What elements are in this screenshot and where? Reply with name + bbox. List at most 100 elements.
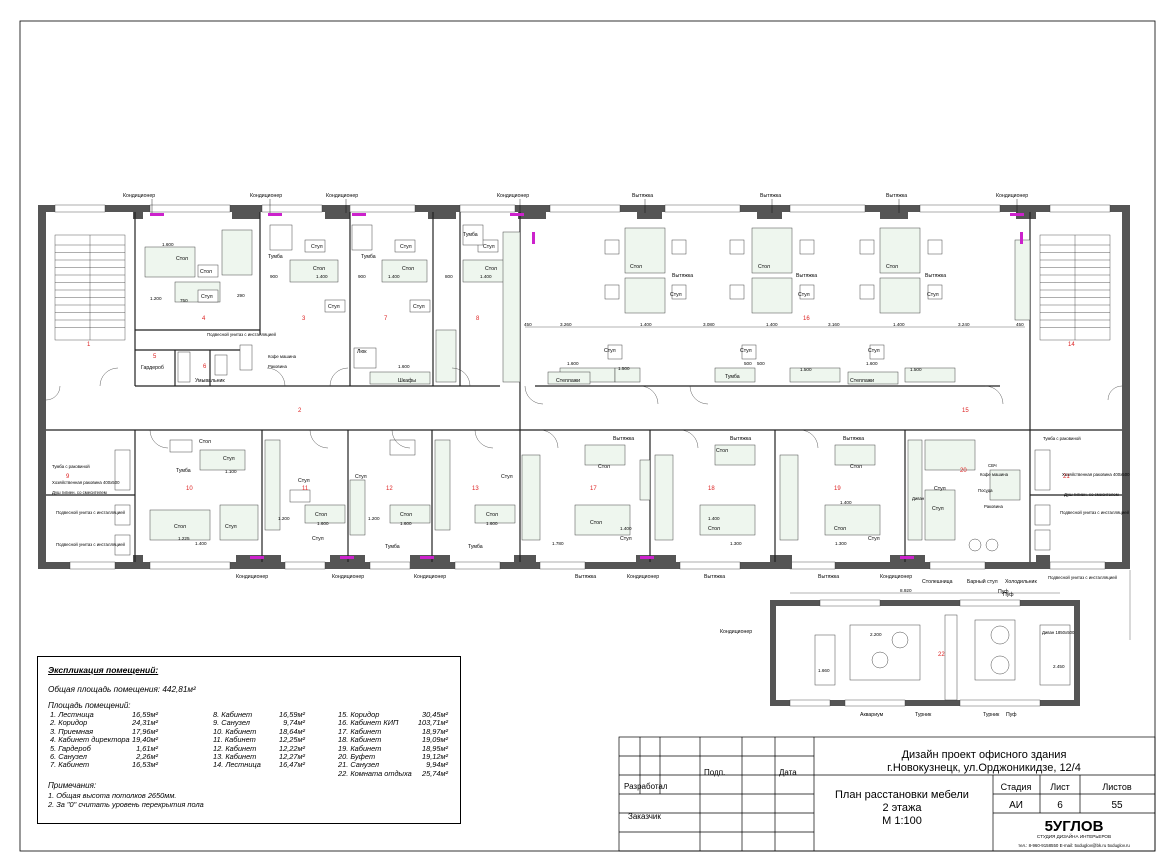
ac-label: Кондиционер — [414, 574, 446, 580]
studio-logo: 5УГЛОВ — [1045, 818, 1104, 835]
room-legend: Экспликация помещений: Общая площадь пом… — [37, 656, 461, 824]
studio-logo-sub: СТУДИЯ ДИЗАЙНА ИНТЕРЬЕРОВ — [1037, 832, 1111, 839]
legend-room-area: 9,94м² — [426, 760, 448, 770]
svg-text:19: 19 — [834, 486, 841, 492]
legend-room-area: 16,53м² — [131, 760, 158, 770]
svg-text:Кофе машина: Кофе машина — [980, 472, 1009, 477]
legend-room-name: 10. Кабинет — [213, 726, 257, 736]
svg-text:Хозяйственная раковина 400х500: Хозяйственная раковина 400х500 — [52, 480, 120, 485]
legend-room-name: 19. Кабинет — [338, 743, 382, 753]
svg-text:Стул: Стул — [868, 536, 880, 542]
svg-text:Стол: Стол — [176, 256, 188, 262]
svg-text:2: 2 — [298, 408, 302, 414]
legend-note: 1. Общая высота потолков 2650мм. — [48, 791, 177, 800]
svg-text:Диван: Диван — [912, 496, 925, 501]
svg-text:4: 4 — [202, 316, 206, 322]
hood-label: Вытяжка — [632, 193, 653, 199]
pilasters — [133, 205, 1050, 569]
hood-label: Вытяжка — [818, 574, 839, 580]
sheet-header: Лист — [1050, 782, 1070, 792]
legend-room-area: 16,47м² — [278, 760, 305, 770]
svg-text:11: 11 — [302, 486, 309, 492]
legend-room-area: 18,64м² — [278, 726, 305, 736]
legend-room-area: 25,74м² — [421, 768, 448, 778]
legend-room-name: 21. Санузел — [338, 760, 380, 770]
legend-room-area: 19,12м² — [421, 752, 448, 762]
legend-room-name: 1. Лестница — [50, 710, 94, 719]
svg-text:3: 3 — [302, 316, 306, 322]
svg-text:Вытяжка: Вытяжка — [613, 436, 634, 442]
plan-text: Кондиционер Кондиционер Кондиционер Конд… — [52, 193, 1130, 718]
svg-text:1.600: 1.600 — [486, 521, 498, 526]
svg-text:Подвесной унитаз с инсталляцие: Подвесной унитаз с инсталляцией — [56, 510, 126, 515]
legend-room-area: 19,40м² — [131, 735, 158, 745]
legend-room-name: 5. Гардероб — [50, 743, 91, 753]
svg-text:Душ гигиен. со смесителем: Душ гигиен. со смесителем — [1064, 492, 1119, 497]
svg-text:15: 15 — [962, 408, 969, 414]
hood-label: Вытяжка — [704, 574, 725, 580]
svg-text:1.300: 1.300 — [730, 541, 742, 546]
svg-text:Стул: Стул — [298, 478, 310, 484]
svg-text:12: 12 — [386, 486, 393, 492]
svg-text:20: 20 — [960, 468, 967, 474]
ac-label: Кондиционер — [123, 193, 155, 199]
svg-text:3.260: 3.260 — [560, 322, 572, 327]
wet-rooms — [114, 344, 1051, 556]
legend-areas-header: Площадь помещений: — [48, 701, 131, 710]
legend-room-area: 16,59м² — [131, 710, 158, 719]
svg-text:1.400: 1.400 — [766, 322, 778, 327]
legend-room-area: 12,25м² — [278, 735, 305, 745]
svg-text:Стол: Стол — [758, 264, 770, 270]
legend-room-name: 20. Буфет — [338, 752, 376, 762]
legend-row: 1. Лестница 16,59м² — [50, 710, 158, 719]
ac-marks — [150, 213, 1024, 559]
svg-text:Гардероб: Гардероб — [141, 365, 164, 371]
legend-room-name: 13. Кабинет — [213, 752, 257, 762]
sheet-frame — [19, 20, 1156, 852]
svg-text:Пуф: Пуф — [1006, 712, 1017, 718]
svg-text:Стул: Стул — [225, 524, 237, 530]
legend-room-area: 9,74м² — [283, 718, 305, 728]
stair-right — [1039, 234, 1111, 341]
svg-text:10: 10 — [186, 486, 193, 492]
doors — [45, 367, 1123, 449]
svg-text:Стул: Стул — [934, 486, 946, 492]
hood-label: Вытяжка — [886, 193, 907, 199]
svg-text:1.600: 1.600 — [400, 521, 412, 526]
ac-label: Кондиционер — [497, 193, 529, 199]
legend-room-name: 22. Комната отдыха — [338, 768, 412, 778]
svg-text:Аквариум: Аквариум — [860, 712, 884, 718]
legend-note: 2. За "0" считать уровень перекрытия пол… — [48, 800, 204, 809]
customer-label: Заказчик — [628, 812, 661, 821]
legend-room-area: 19,09м² — [421, 735, 448, 745]
svg-text:450: 450 — [524, 322, 532, 327]
svg-text:Тумба: Тумба — [725, 374, 740, 380]
svg-text:1.600: 1.600 — [866, 361, 878, 366]
svg-text:Стул: Стул — [740, 348, 752, 354]
furniture-bottom-offices — [149, 439, 1021, 552]
svg-text:1.400: 1.400 — [480, 274, 492, 279]
stage-header: Стадия — [1001, 782, 1032, 792]
legend-room-name: 11. Кабинет — [213, 735, 256, 745]
svg-text:1.600: 1.600 — [567, 361, 579, 366]
legend-room-name: 14. Лестница — [213, 760, 261, 770]
legend-room-name: 6. Санузел — [50, 752, 87, 762]
sheets-value: 55 — [1111, 800, 1123, 811]
svg-text:Стеллажи: Стеллажи — [556, 378, 580, 384]
legend-room-name: 3. Приемная — [50, 726, 94, 736]
svg-text:Стол: Стол — [199, 439, 211, 445]
svg-text:16: 16 — [803, 316, 810, 322]
svg-text:Стул: Стул — [312, 536, 324, 542]
svg-text:1.400: 1.400 — [640, 322, 652, 327]
svg-text:Стол: Стол — [402, 266, 414, 272]
svg-text:Вытяжка: Вытяжка — [796, 273, 817, 279]
svg-text:Стул: Стул — [223, 456, 235, 462]
legend-room-name: 9. Санузел — [213, 718, 250, 728]
ac-label: Кондиционер — [880, 574, 912, 580]
svg-text:Стол: Стол — [400, 512, 412, 518]
